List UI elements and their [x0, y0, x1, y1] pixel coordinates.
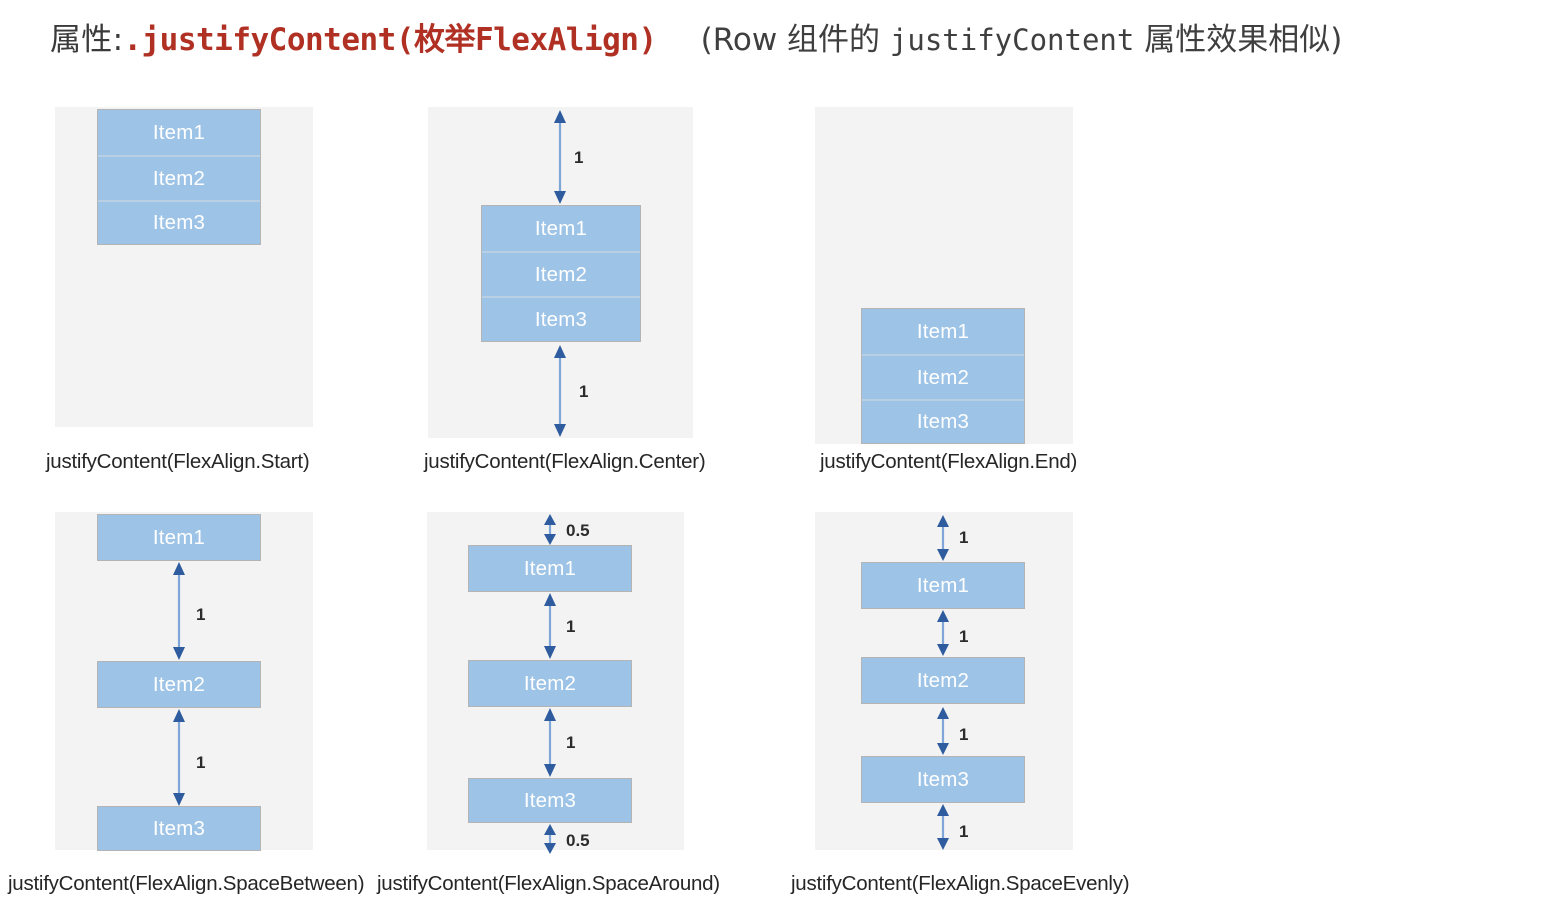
item-box[interactable]: Item2 — [861, 657, 1025, 704]
gap-arrow-top-label: 1 — [574, 148, 584, 167]
item-box[interactable]: Item3 — [482, 296, 640, 341]
gap-arrow-between-2-3-label: 1 — [566, 733, 576, 752]
gap-arrow-between-2-3 — [540, 708, 560, 777]
item-box[interactable]: Item1 — [98, 110, 260, 155]
title-code: .justifyContent(枚举FlexAlign) — [123, 22, 657, 58]
gap-arrow-bottom — [550, 345, 570, 437]
panel-center-item-stack: Item1 Item2 Item3 — [481, 205, 641, 342]
item-box[interactable]: Item1 — [862, 309, 1024, 354]
panel-spaceevenly-caption: justifyContent(FlexAlign.SpaceEvenly) — [791, 872, 1130, 895]
gap-arrow-between-2-3-label: 1 — [196, 753, 206, 772]
item-box[interactable]: Item3 — [97, 806, 261, 851]
gap-arrow-between-2-3 — [169, 709, 189, 806]
title-note-close: 属性效果相似) — [1134, 22, 1343, 58]
panel-spacebetween-caption: justifyContent(FlexAlign.SpaceBetween) — [8, 872, 365, 895]
title-note-open: (Row 组件的 — [700, 22, 890, 58]
gap-arrow-between-1-2-label: 1 — [196, 605, 206, 624]
item-box[interactable]: Item2 — [468, 660, 632, 707]
gap-arrow-top-label: 1 — [959, 528, 969, 547]
gap-arrow-between-1-2-label: 1 — [566, 617, 576, 636]
gap-arrow-top — [540, 514, 560, 545]
gap-arrow-top — [550, 110, 570, 204]
gap-arrow-between-1-2-label: 1 — [959, 627, 969, 646]
panel-spacearound-caption: justifyContent(FlexAlign.SpaceAround) — [377, 872, 720, 895]
item-box[interactable]: Item2 — [98, 155, 260, 200]
gap-arrow-between-1-2 — [169, 562, 189, 660]
item-box[interactable]: Item2 — [862, 354, 1024, 399]
gap-arrow-bottom-label: 1 — [959, 822, 969, 841]
item-box[interactable]: Item3 — [98, 200, 260, 244]
panel-end-item-stack: Item1 Item2 Item3 — [861, 308, 1025, 444]
gap-arrow-between-1-2 — [540, 593, 560, 659]
item-box[interactable]: Item1 — [482, 206, 640, 251]
panel-start-caption: justifyContent(FlexAlign.Start) — [46, 450, 310, 473]
item-box[interactable]: Item3 — [861, 756, 1025, 803]
title-note-code: justifyContent — [889, 23, 1135, 57]
gap-arrow-between-2-3 — [933, 707, 953, 755]
gap-arrow-bottom — [933, 804, 953, 850]
item-box[interactable]: Item2 — [482, 251, 640, 296]
gap-arrow-bottom-label: 1 — [579, 382, 589, 401]
gap-arrow-top — [933, 515, 953, 561]
item-box[interactable]: Item3 — [862, 399, 1024, 443]
gap-arrow-between-1-2 — [933, 610, 953, 656]
item-box[interactable]: Item3 — [468, 778, 632, 823]
title-prefix: 属性: — [50, 22, 124, 58]
item-box[interactable]: Item1 — [468, 545, 632, 592]
gap-arrow-bottom — [540, 824, 560, 854]
item-box[interactable]: Item2 — [97, 661, 261, 708]
panel-start-item-stack: Item1 Item2 Item3 — [97, 109, 261, 245]
panel-end-caption: justifyContent(FlexAlign.End) — [820, 450, 1078, 473]
gap-arrow-top-label: 0.5 — [566, 521, 590, 540]
item-box[interactable]: Item1 — [861, 562, 1025, 609]
title-note: (Row 组件的 justifyContent 属性效果相似) — [701, 22, 1343, 58]
page-title: 属性:.justifyContent(枚举FlexAlign) (Row 组件的 … — [50, 18, 1342, 62]
gap-arrow-bottom-label: 0.5 — [566, 831, 590, 850]
gap-arrow-between-2-3-label: 1 — [959, 725, 969, 744]
panel-center-caption: justifyContent(FlexAlign.Center) — [424, 450, 706, 473]
item-box[interactable]: Item1 — [97, 514, 261, 561]
